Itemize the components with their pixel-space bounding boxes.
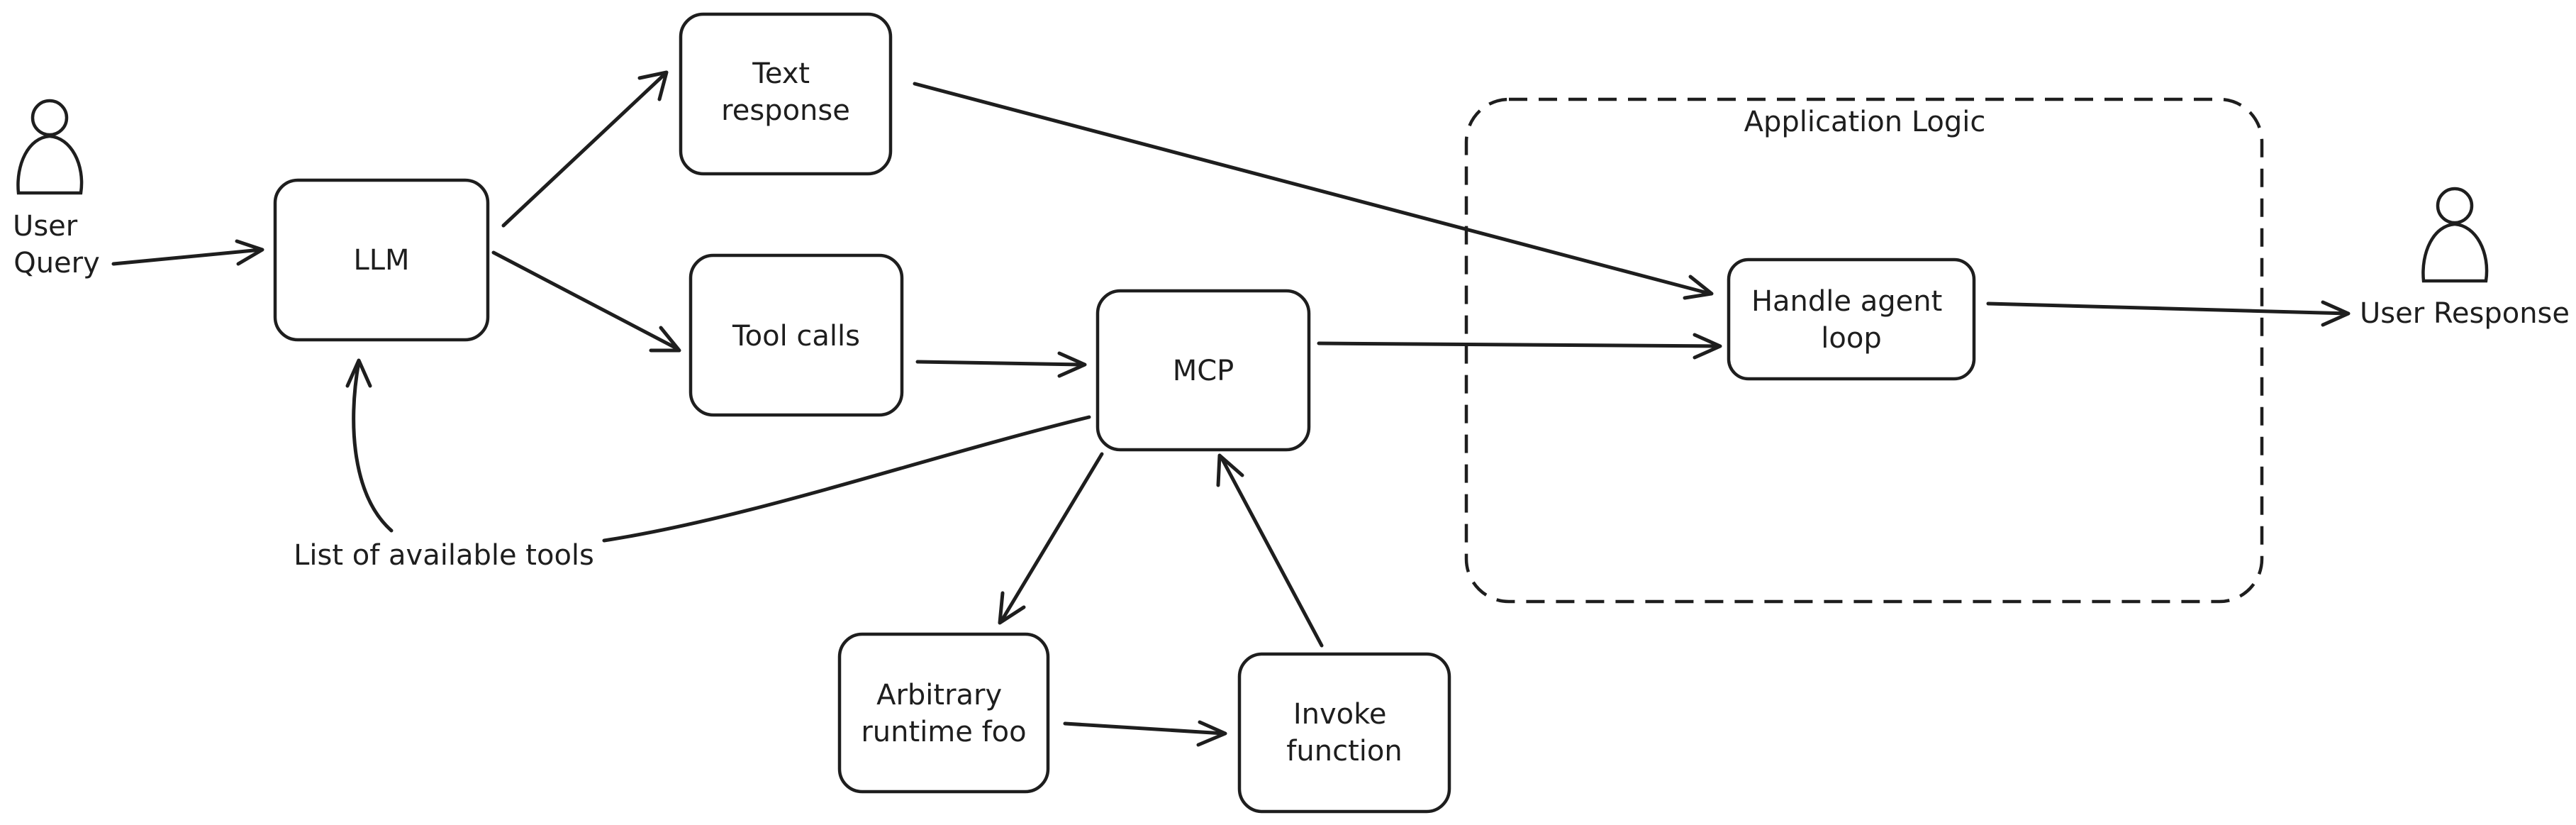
node-text-response-label-line-1: Text: [752, 57, 810, 90]
node-handle-agent-loop: Handle agent loop: [1727, 258, 1976, 381]
node-handle-agent-loop-label: Handle agent loop: [1751, 285, 1951, 355]
tools-list-label: List of available tools: [294, 539, 594, 572]
node-mcp-label: MCP: [1173, 355, 1234, 387]
node-handle-agent-loop-label-line-2: loop: [1821, 322, 1881, 355]
node-llm-label-line-1: LLM: [353, 244, 409, 277]
arrowhead-tools-list-to-llm: [345, 358, 372, 388]
node-text-response-label-line-2: response: [721, 94, 850, 127]
node-invoke-function-box: [1237, 652, 1451, 814]
node-tool-calls-label: Tool calls: [732, 320, 860, 353]
node-llm-box: [273, 178, 490, 342]
edges: [111, 70, 2351, 747]
node-arbitrary-runtime-box: [837, 632, 1050, 794]
arrowhead-llm-to-tool-calls: [649, 326, 681, 353]
node-arbitrary-runtime-label: Arbitrary runtime foo: [861, 679, 1026, 748]
edge-handle-loop-to-user-response: [1986, 301, 2349, 316]
node-handle-agent-loop-label-line-1: Handle agent: [1751, 285, 1942, 318]
arrowhead-mcp-to-handle-loop: [1693, 333, 1722, 360]
arrowhead-invoke-function-to-mcp: [1216, 453, 1244, 487]
user-query-label-line-2: Query: [13, 247, 100, 279]
arrowhead-arbitrary-runtime-to-invoke-function: [1196, 720, 1227, 747]
edge-text-response-to-handle-loop: [913, 82, 1712, 296]
edge-tools-list-to-llm: [352, 360, 394, 533]
node-arbitrary-runtime: Arbitrary runtime foo: [837, 632, 1050, 794]
user-query-person-icon: [16, 99, 84, 195]
edge-mcp-to-arbitrary-runtime: [999, 452, 1104, 624]
edge-tool-calls-to-mcp: [915, 360, 1086, 367]
node-arbitrary-runtime-label-line-1: Arbitrary: [876, 679, 1002, 712]
node-invoke-function: Invoke function: [1237, 652, 1451, 814]
arrowhead-llm-to-text-response: [637, 70, 669, 101]
edge-user-query-to-llm: [111, 248, 263, 266]
arrowhead-tool-calls-to-mcp: [1057, 351, 1087, 378]
edge-llm-to-tool-calls: [491, 250, 680, 351]
user-query-label: User Query: [13, 210, 100, 279]
node-tool-calls-label-line-1: Tool calls: [732, 320, 860, 353]
node-invoke-function-label-line-1: Invoke: [1293, 698, 1387, 731]
edge-mcp-to-handle-loop: [1317, 341, 1721, 348]
arrowhead-user-query-to-llm: [235, 239, 264, 266]
user-query-label-line-1: User: [13, 210, 78, 243]
edge-mcp-to-tools-list: [602, 415, 1091, 543]
node-text-response: Text response: [679, 12, 893, 176]
node-mcp-box: [1095, 289, 1311, 452]
node-tool-calls-box: [688, 253, 904, 417]
edge-arbitrary-runtime-to-invoke-function: [1063, 721, 1226, 736]
arrowhead-text-response-to-handle-loop: [1683, 275, 1714, 300]
node-text-response-box: [679, 12, 893, 176]
node-llm: LLM: [273, 178, 490, 342]
node-invoke-function-label: Invoke function: [1286, 698, 1402, 768]
node-arbitrary-runtime-label-line-2: runtime foo: [861, 716, 1026, 748]
user-response-person-icon: [2421, 187, 2489, 283]
edge-llm-to-text-response: [501, 72, 667, 228]
edge-invoke-function-to-mcp: [1219, 455, 1324, 648]
arrowhead-mcp-to-arbitrary-runtime: [998, 591, 1026, 625]
node-tool-calls: Tool calls: [688, 253, 904, 417]
user-response-label: User Response: [2360, 297, 2570, 330]
node-mcp-label-line-1: MCP: [1173, 355, 1234, 387]
application-logic-frame: [1464, 97, 2264, 604]
node-llm-label: LLM: [353, 244, 409, 277]
node-invoke-function-label-line-2: function: [1286, 735, 1402, 768]
node-mcp: MCP: [1095, 289, 1311, 452]
arrowhead-handle-loop-to-user-response: [2321, 300, 2351, 327]
node-handle-agent-loop-box: [1727, 258, 1976, 381]
application-logic-title: Application Logic: [1744, 106, 1986, 138]
node-text-response-label: Text response: [721, 57, 850, 127]
